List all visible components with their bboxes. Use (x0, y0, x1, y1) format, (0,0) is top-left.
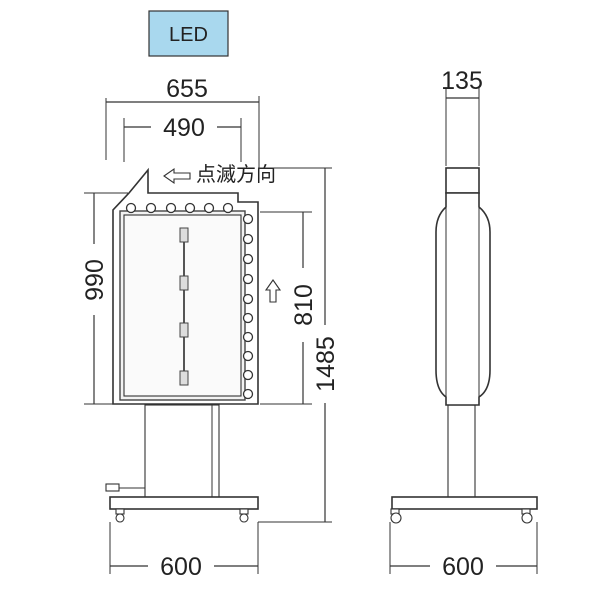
led-badge-label: LED (169, 24, 208, 46)
side-caster-left (390, 508, 402, 524)
side-cap (445, 167, 480, 194)
blink-direction-note: 点滅方向 (163, 162, 282, 303)
side-sign-head (435, 192, 491, 406)
top-bulb-row (125, 202, 234, 214)
side-base-width-value: 600 (442, 553, 484, 581)
side-caster-right (521, 508, 533, 524)
front-view: 点滅方向 655 490 990 (81, 75, 340, 581)
front-caster-right (239, 508, 249, 523)
front-base-width-value: 600 (160, 553, 202, 581)
front-pole (144, 404, 220, 499)
side-bulb-column (242, 213, 254, 400)
up-arrow-icon (264, 279, 282, 303)
panel-height-value: 990 (81, 259, 109, 301)
dim-panel-height: 990 (81, 192, 128, 405)
bulb-column-value: 810 (290, 284, 318, 326)
side-pole (447, 404, 476, 499)
side-base-plate (391, 496, 538, 510)
front-caster-left (115, 508, 125, 523)
total-height-value: 1485 (312, 336, 340, 392)
dim-depth: 135 (441, 67, 483, 166)
side-view: 135 600 (389, 67, 538, 581)
poster-rail (179, 227, 189, 386)
dim-total-height: 1485 (258, 167, 340, 523)
dim-side-base-width: 600 (389, 522, 538, 581)
panel-width-value: 490 (163, 114, 205, 142)
dim-front-base-width: 600 (109, 522, 259, 581)
overall-width-value: 655 (166, 75, 208, 103)
power-cord (105, 483, 145, 492)
dim-panel-width: 490 (123, 114, 242, 162)
front-base-plate (109, 496, 259, 510)
led-badge: LED (148, 10, 229, 57)
left-arrow-icon (163, 167, 191, 185)
depth-value: 135 (441, 67, 483, 95)
dim-bulb-column: 810 (260, 211, 318, 405)
dim-overall-width: 655 (105, 75, 260, 170)
blink-direction-label: 点滅方向 (196, 162, 276, 186)
